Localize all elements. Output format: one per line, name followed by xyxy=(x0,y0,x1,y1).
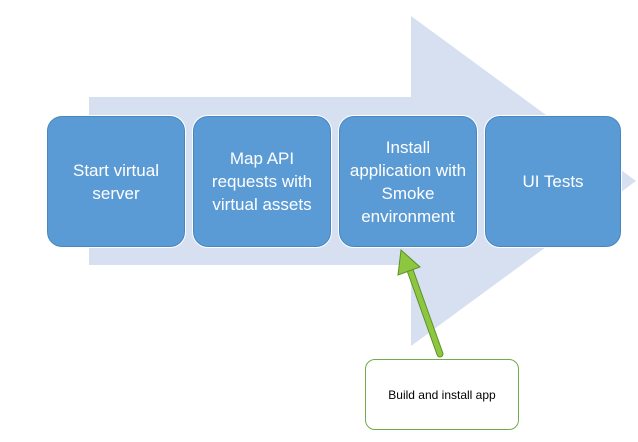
step-ui-tests: UI Tests xyxy=(484,115,622,248)
step-install-application: Install application with Smoke environme… xyxy=(338,115,478,248)
step-map-api-requests: Map API requests with virtual assets xyxy=(192,115,332,248)
step-label: Map API requests with virtual assets xyxy=(211,149,313,214)
step-label: Start virtual server xyxy=(73,160,159,203)
step-label: Install application with Smoke environme… xyxy=(349,137,467,226)
callout-label: Build and install app xyxy=(388,387,496,402)
step-label: UI Tests xyxy=(522,172,584,191)
step-start-virtual-server: Start virtual server xyxy=(46,115,186,248)
build-install-callout: Build and install app xyxy=(365,359,519,430)
